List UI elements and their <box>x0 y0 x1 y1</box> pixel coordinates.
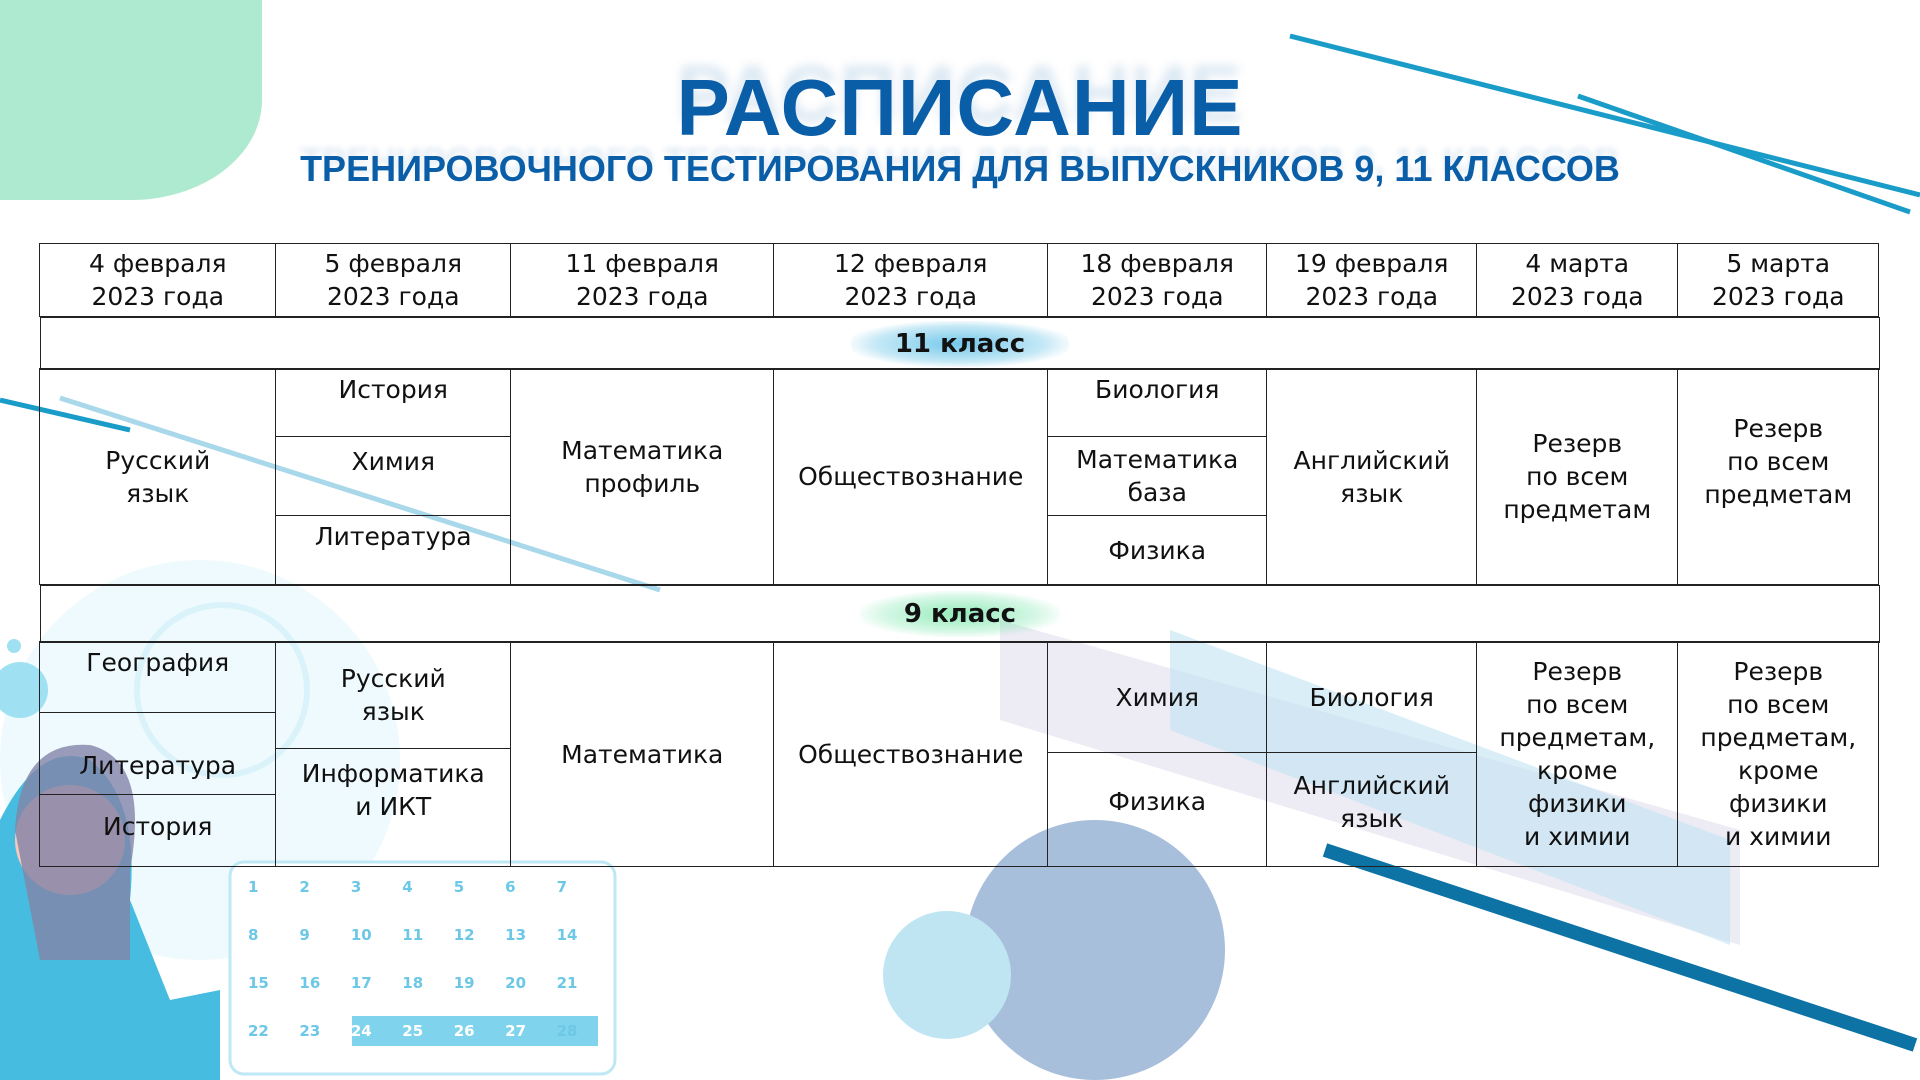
calendar-day: 19 <box>453 974 475 992</box>
calendar-day: 27 <box>505 1022 527 1040</box>
mint-circle-decoration <box>0 0 262 200</box>
calendar-day: 16 <box>299 974 321 992</box>
grade9-cell: География <box>39 641 277 714</box>
calendar-day: 4 <box>402 878 413 896</box>
grade11-cell: Биология <box>1047 368 1268 438</box>
grade9-cell: Математика <box>510 641 775 868</box>
calendar-day: 24 <box>350 1022 372 1040</box>
calendar-day: 3 <box>350 878 362 896</box>
grade11-cell: История <box>275 368 512 438</box>
grade9-cell: Химия <box>1047 641 1268 754</box>
date-header: 11 февраля 2023 года <box>510 243 775 318</box>
calendar-day: 8 <box>248 926 259 944</box>
grade11-cell: Математика профиль <box>510 368 775 586</box>
calendar-day: 2 <box>299 878 310 896</box>
grade-11-band: 11 класс <box>40 317 1880 370</box>
grade11-cell: Математика база <box>1047 436 1268 517</box>
calendar-day: 21 <box>556 974 578 992</box>
page-title: РАСПИСАНИЕ <box>676 63 1244 152</box>
calendar-day: 20 <box>505 974 527 992</box>
grade-9-label: 9 класс <box>859 591 1061 637</box>
calendar-day: 22 <box>248 1022 269 1040</box>
calendar-day: 10 <box>350 926 372 944</box>
calendar-day: 17 <box>350 974 372 992</box>
calendar-day: 9 <box>299 926 310 944</box>
grade9-cell: Резерв по всем предметам, кроме физики и… <box>1677 641 1880 868</box>
page-subtitle: ТРЕНИРОВОЧНОГО ТЕСТИРОВАНИЯ ДЛЯ ВЫПУСКНИ… <box>300 148 1620 189</box>
calendar-day: 1 <box>248 878 259 896</box>
grade9-cell: Резерв по всем предметам, кроме физики и… <box>1476 641 1679 868</box>
calendar-day: 26 <box>453 1022 475 1040</box>
calendar-day: 23 <box>299 1022 321 1040</box>
grade9-cell: Биология <box>1266 641 1478 754</box>
grade11-cell: Литература <box>275 515 512 586</box>
date-header: 19 февраля 2023 года <box>1266 243 1478 318</box>
date-header: 18 февраля 2023 года <box>1047 243 1268 318</box>
grade11-cell: Обществознание <box>773 368 1049 586</box>
grade9-cell: Физика <box>1047 752 1268 868</box>
grade9-cell: Информатика и ИКТ <box>275 748 512 868</box>
grade-11-label: 11 класс <box>850 320 1070 367</box>
calendar-day: 12 <box>453 926 475 944</box>
calendar-day: 13 <box>505 926 527 944</box>
date-header: 4 февраля 2023 года <box>39 243 277 318</box>
calendar-day: 18 <box>402 974 424 992</box>
calendar-day: 11 <box>402 926 424 944</box>
calendar-day: 28 <box>556 1022 578 1040</box>
grade9-cell: Русский язык <box>275 641 512 750</box>
date-header: 5 февраля 2023 года <box>275 243 512 318</box>
calendar-day: 15 <box>248 974 269 992</box>
grade11-cell: Резерв по всем предметам <box>1677 368 1880 586</box>
grade9-cell: Английский язык <box>1266 752 1478 868</box>
date-header: 4 марта 2023 года <box>1476 243 1679 318</box>
grade-9-band: 9 класс <box>40 585 1880 643</box>
date-header: 5 марта 2023 года <box>1677 243 1880 318</box>
calendar-day: 6 <box>505 878 516 896</box>
grade9-cell: Обществознание <box>773 641 1049 868</box>
grade9-cell: История <box>39 794 277 868</box>
grade11-cell: Химия <box>275 436 512 517</box>
calendar-day: 14 <box>556 926 578 944</box>
grade11-cell: Резерв по всем предметам <box>1476 368 1679 586</box>
grade9-cell: Литература <box>39 712 277 796</box>
calendar-day: 5 <box>453 878 465 896</box>
grade11-cell: Физика <box>1047 515 1268 586</box>
calendar-day: 7 <box>556 878 567 896</box>
date-header: 12 февраля 2023 года <box>773 243 1049 318</box>
calendar-day: 25 <box>402 1022 424 1040</box>
grade11-cell: Английский язык <box>1266 368 1478 586</box>
grade11-cell: Русский язык <box>39 368 277 586</box>
